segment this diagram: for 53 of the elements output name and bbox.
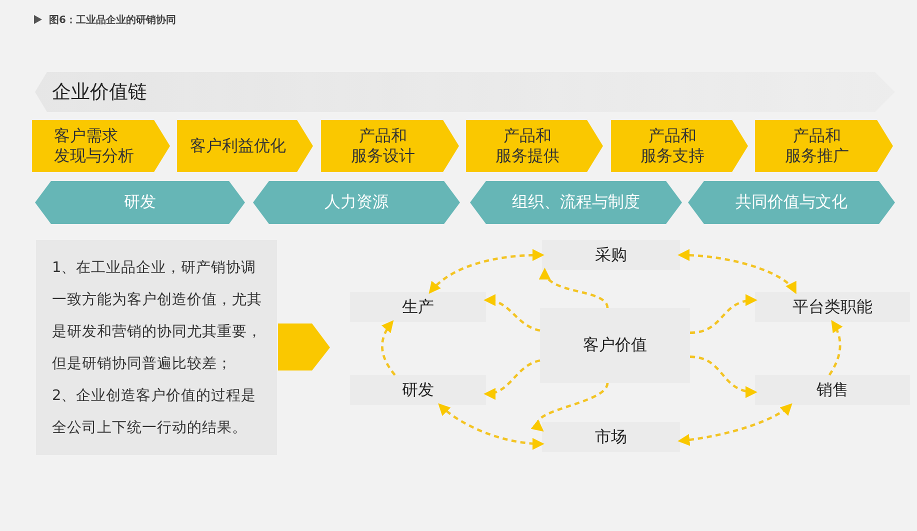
- function-box: [350, 375, 486, 405]
- node-label: 服务推广: [785, 146, 849, 166]
- dashed-arrow: [690, 294, 758, 334]
- node-label: 产品和: [793, 126, 841, 146]
- dashed-arrow: [381, 320, 396, 376]
- dashed-arrow: [678, 249, 797, 294]
- node-label: 服务提供: [496, 146, 560, 166]
- dashed-arrow: [540, 268, 609, 308]
- value-chain-step: [32, 120, 170, 172]
- node-label: 人力资源: [324, 192, 388, 213]
- dashed-arrow: [484, 294, 540, 332]
- figure-title: 图6：工业品企业的研销协同: [49, 14, 176, 27]
- dashed-arrow: [428, 249, 544, 294]
- value-chain-step: [611, 120, 748, 172]
- value-chain-step: [321, 120, 459, 172]
- function-box: [755, 292, 910, 322]
- node-label: 客户需求: [54, 126, 118, 146]
- function-box: [542, 422, 680, 452]
- value-chain-step: [755, 120, 893, 172]
- value-chain-step: [177, 120, 313, 172]
- dashed-arrow: [531, 382, 609, 432]
- node-label: 客户利益优化: [190, 136, 286, 156]
- node-label: 生产: [402, 296, 434, 318]
- node-label: 平台类职能: [792, 296, 872, 318]
- node-label: 共同价值与文化: [736, 192, 848, 213]
- function-box: [755, 375, 910, 405]
- node-label: 销售: [816, 380, 848, 400]
- function-box: [350, 292, 486, 322]
- node-label: 产品和: [504, 126, 552, 146]
- node-label: 组织、流程与制度: [512, 192, 640, 213]
- note-panel: [36, 240, 277, 455]
- node-label: 企业价值链: [52, 80, 148, 105]
- dashed-arrow: [678, 403, 792, 446]
- dashed-arrow: [438, 403, 544, 450]
- node-label: 客户价值: [583, 335, 647, 356]
- dashed-arrow: [484, 359, 540, 399]
- node-label: 发现与分析: [54, 146, 134, 166]
- node-label: 服务支持: [640, 146, 704, 166]
- node-label: 研发: [124, 192, 156, 213]
- node-label: 产品和: [648, 126, 696, 146]
- node-label: 采购: [595, 244, 627, 266]
- value-chain-step: [466, 120, 603, 172]
- dashed-arrow: [828, 320, 843, 376]
- node-label: 服务设计: [351, 146, 415, 166]
- chevron-arrow: [278, 324, 330, 370]
- node-label: 研发: [402, 380, 434, 400]
- note-text: 2、企业创造客户价值的过程是全公司上下统一行动的结果。: [52, 386, 258, 438]
- dashed-arrow: [690, 356, 758, 398]
- node-label: 市场: [595, 426, 627, 448]
- function-box: [540, 308, 690, 383]
- node-label: 产品和: [359, 126, 407, 146]
- function-box: [542, 240, 680, 270]
- note-text: 1、在工业品企业，研产销协调一致方能为客户创造价值，尤其是研发和营销的协同尤其重要，但是研销协同普遍比较差；: [52, 258, 263, 374]
